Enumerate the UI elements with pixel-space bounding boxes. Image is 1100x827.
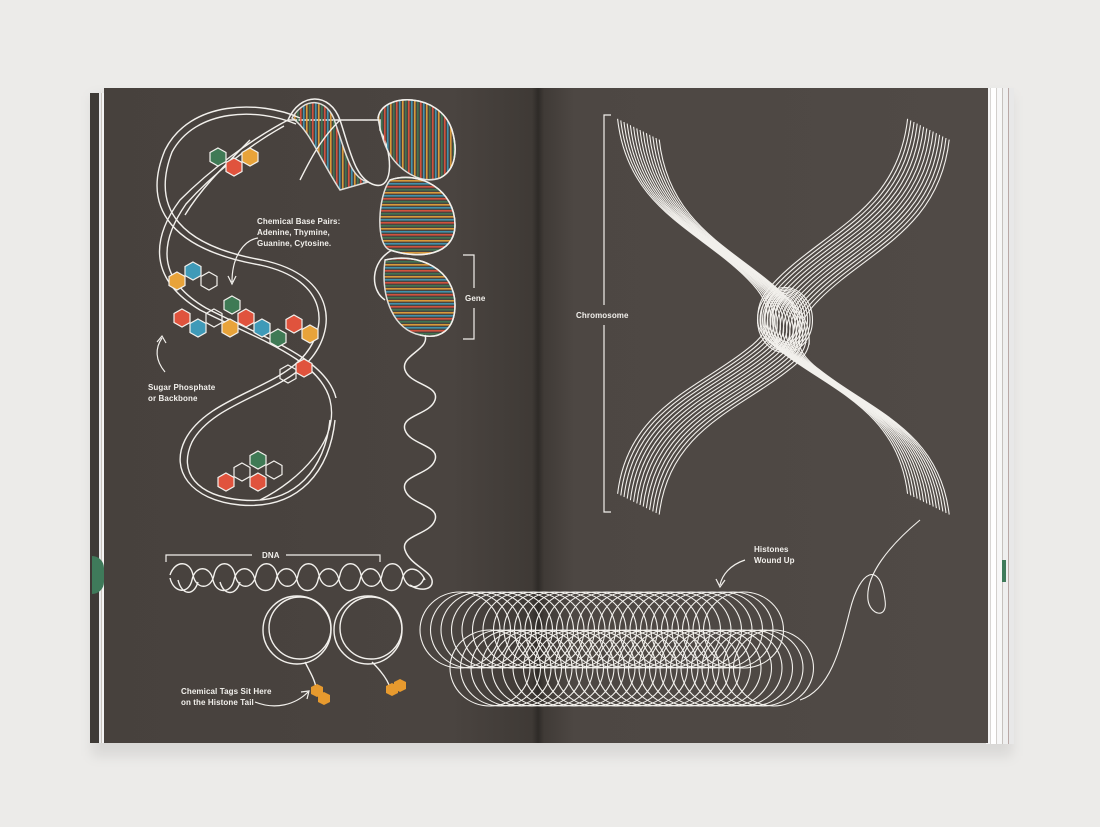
histones-label-line: Wound Up <box>754 556 795 565</box>
book-spread: Chemical Base Pairs: Adenine, Thymine, G… <box>104 88 988 743</box>
base-pairs-label-line: Guanine, Cytosine. <box>257 239 332 248</box>
bracket-icon-gene <box>463 254 475 340</box>
chemical-tags <box>311 679 406 705</box>
base-pairs-label-line: Chemical Base Pairs: <box>257 217 341 226</box>
chemical-tags-label: Chemical Tags Sit Here on the Histone Ta… <box>181 686 272 708</box>
arrow-curved-icon <box>156 237 746 707</box>
dna-label: DNA <box>262 551 280 560</box>
base-pair-hexagons <box>168 147 319 492</box>
bracket-icon-dna <box>165 554 381 562</box>
base-pairs-label: Chemical Base Pairs: Adenine, Thymine, G… <box>257 216 340 249</box>
histones-label: Histones Wound Up <box>754 544 795 566</box>
left-page <box>104 88 538 743</box>
backbone-label-line: or Backbone <box>148 394 198 403</box>
right-page-edges <box>986 88 1014 744</box>
bracket-icon-chromosome <box>603 114 611 513</box>
histone-loops <box>262 595 403 689</box>
dna-strand <box>403 334 437 590</box>
backbone-label: Sugar Phosphate or Backbone <box>148 382 215 404</box>
next-page-peek <box>1002 560 1006 582</box>
histones-wound-up <box>419 519 921 707</box>
dna-double-helix <box>169 563 426 594</box>
chemical-tags-label-line: Chemical Tags Sit Here <box>181 687 272 696</box>
backbone-label-line: Sugar Phosphate <box>148 383 216 392</box>
chromosome-x <box>617 118 950 515</box>
sugar-phosphate-backbone <box>156 106 341 507</box>
gene-ribbon <box>286 98 456 337</box>
histones-label-line: Histones <box>754 545 789 554</box>
previous-page-peek <box>92 556 104 594</box>
chromosome-label: Chromosome <box>576 311 629 320</box>
chemical-tags-label-line: on the Histone Tail <box>181 698 254 707</box>
book-gutter <box>532 88 544 743</box>
gene-label: Gene <box>465 294 486 303</box>
base-pairs-label-line: Adenine, Thymine, <box>257 228 330 237</box>
dna-to-chromosome-illustration <box>156 98 950 707</box>
